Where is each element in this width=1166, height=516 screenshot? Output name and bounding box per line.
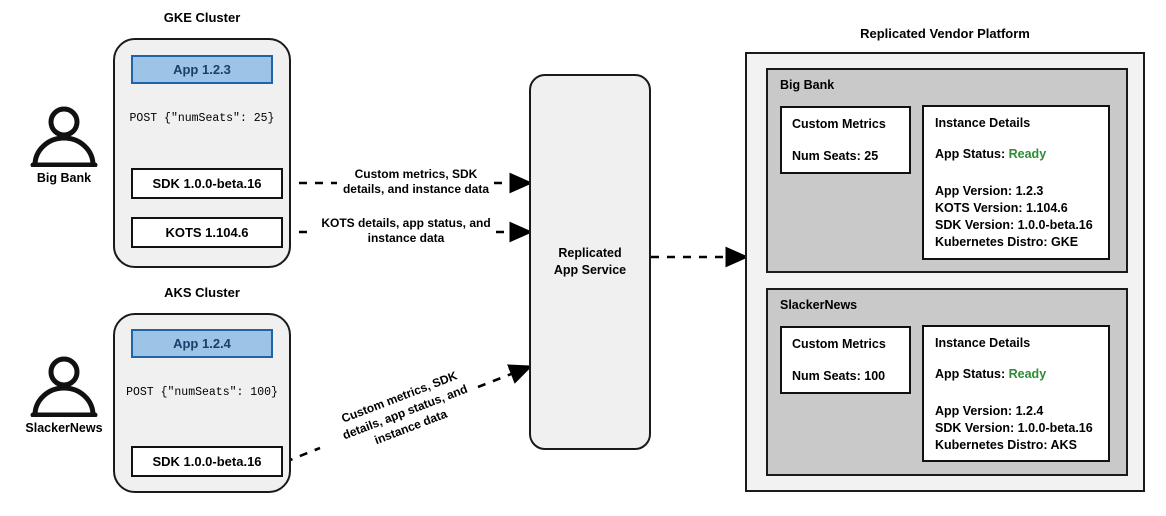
person-icon [30,106,98,167]
instance-detail-lines-slackernews: App Version: 1.2.4 SDK Version: 1.0.0-be… [935,403,1093,454]
sdk-to-service-label: Custom metrics, SDK details, and instanc… [340,167,492,197]
instance-detail-lines-big-bank: App Version: 1.2.3 KOTS Version: 1.104.6… [935,183,1093,251]
tenant-title-slackernews: SlackerNews [780,298,858,312]
instance-details-box-big-bank: Instance Details App Status: Ready App V… [922,105,1110,260]
person-icon [30,356,98,417]
app-status-value-slackernews: Ready [1008,367,1047,381]
gke-post-label: POST {"numSeats": 25} [129,112,275,125]
tenant-title-big-bank: Big Bank [780,78,835,92]
aks-sdk-to-service-arrow [477,364,533,389]
replicated-app-service-box[interactable]: Replicated App Service [529,74,651,450]
kots-to-service-label-line2: instance data [367,231,445,245]
big-bank-user-label: Big Bank [36,171,92,185]
instance-detail-line: KOTS Version: 1.104.6 [935,201,1068,215]
instance-details-heading-big-bank: Instance Details [935,116,1031,130]
aks-sdk-box[interactable]: SDK 1.0.0-beta.16 [131,446,283,477]
instance-details-box-slackernews: Instance Details App Status: Ready App V… [922,325,1110,462]
instance-detail-line: SDK Version: 1.0.0-beta.16 [935,421,1093,435]
custom-metrics-box-slackernews: Custom Metrics Num Seats: 100 [780,326,911,394]
instance-detail-line: Kubernetes Distro: AKS [935,438,1077,452]
instance-detail-line: Kubernetes Distro: GKE [935,235,1079,249]
instance-detail-line: App Version: 1.2.3 [935,184,1044,198]
app-status-label-big-bank: App Status: [935,147,1006,161]
sdk-to-service-label-line1: Custom metrics, SDK [354,167,478,181]
custom-metrics-value-big-bank: Num Seats: 25 [792,149,879,163]
custom-metrics-heading-big-bank: Custom Metrics [792,117,886,131]
service-label-line2: App Service [553,263,627,277]
slackernews-user: SlackerNews [20,355,108,435]
gke-kots-box[interactable]: KOTS 1.104.6 [131,217,283,248]
app-status-label-slackernews: App Status: [935,367,1006,381]
vendor-platform-title: Replicated Vendor Platform [860,26,1030,41]
app-status-row-big-bank: App Status: Ready [935,147,1046,161]
app-status-value-big-bank: Ready [1008,147,1047,161]
service-label-line1: Replicated [558,246,622,260]
app-status-row-slackernews: App Status: Ready [935,367,1046,381]
aks-post-label: POST {"numSeats": 100} [126,386,278,399]
slackernews-user-label: SlackerNews [25,421,103,435]
custom-metrics-heading-slackernews: Custom Metrics [792,337,886,351]
aks-cluster-title: AKS Cluster [164,285,240,300]
instance-details-heading-slackernews: Instance Details [935,336,1031,350]
gke-app-box[interactable]: App 1.2.3 [131,55,273,84]
gke-cluster-title: GKE Cluster [163,10,241,25]
replicated-app-service-label: Replicated App Service [554,245,626,279]
custom-metrics-box-big-bank: Custom Metrics Num Seats: 25 [780,106,911,174]
instance-detail-line: App Version: 1.2.4 [935,404,1044,418]
kots-to-service-label-line1: KOTS details, app status, and [321,216,491,230]
kots-to-service-label: KOTS details, app status, and instance d… [318,216,494,246]
sdk-to-service-label-line2: details, and instance data [342,182,490,196]
custom-metrics-value-slackernews: Num Seats: 100 [792,369,886,383]
instance-detail-line: SDK Version: 1.0.0-beta.16 [935,218,1093,232]
aks-app-box[interactable]: App 1.2.4 [131,329,273,358]
big-bank-user: Big Bank [20,105,108,185]
gke-sdk-box[interactable]: SDK 1.0.0-beta.16 [131,168,283,199]
